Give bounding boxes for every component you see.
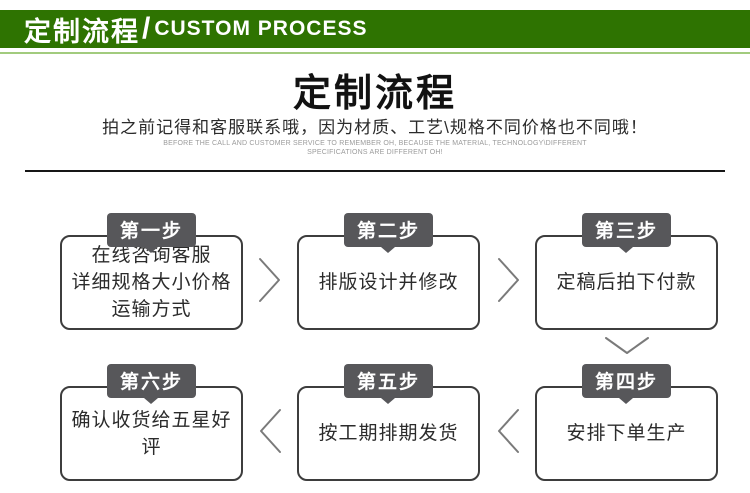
step-6-badge: 第六步: [106, 364, 196, 398]
note-line-1: BEFORE THE CALL AND CUSTOMER SERVICE TO …: [163, 140, 587, 147]
step-2-line-1: 排版设计并修改: [318, 272, 459, 293]
step-5: 第五步 按工期排期发货: [297, 364, 480, 481]
step-1-badge: 第一步: [106, 213, 196, 247]
step-3-line-1: 定稿后拍下付款: [556, 272, 697, 293]
section-title-en: CUSTOM PROCESS: [154, 17, 368, 40]
arrow-down-icon: [605, 337, 649, 354]
divider-line: [25, 170, 725, 172]
step-1-line-2: 详细规格大小价格: [71, 272, 232, 293]
section-header-bar: 定制流程 / CUSTOM PROCESS: [0, 10, 750, 48]
subtitle: 拍之前记得和客服联系哦，因为材质、工艺\规格不同价格也不同哦！: [102, 118, 648, 137]
page-title: 定制流程: [292, 73, 457, 115]
header-underline: [0, 52, 750, 54]
step-1-line-3: 运输方式: [111, 299, 192, 320]
arrow-left-icon: [498, 409, 519, 453]
step-4: 第四步 安排下单生产: [535, 364, 718, 481]
step-2: 第二步 排版设计并修改: [297, 213, 480, 330]
arrow-left-icon: [260, 409, 281, 453]
section-title-separator: /: [142, 12, 151, 45]
step-1-line-1: 在线咨询客服: [91, 245, 212, 266]
step-1: 第一步 在线咨询客服 详细规格大小价格 运输方式: [60, 213, 243, 330]
step-4-line-1: 安排下单生产: [566, 423, 687, 444]
step-3: 第三步 定稿后拍下付款: [535, 213, 718, 330]
note-line-2: SPECIFICATIONS ARE DIFFERENT OH!: [307, 149, 443, 156]
step-3-badge: 第三步: [581, 213, 671, 247]
step-2-badge: 第二步: [343, 213, 433, 247]
note-en: BEFORE THE CALL AND CUSTOMER SERVICE TO …: [0, 139, 750, 157]
step-6: 第六步 确认收货给五星好评: [60, 364, 243, 481]
step-5-badge: 第五步: [343, 364, 433, 398]
step-4-badge: 第四步: [581, 364, 671, 398]
arrow-right-icon: [498, 258, 519, 302]
step-6-line-1: 确认收货给五星好评: [71, 409, 232, 458]
step-5-line-1: 按工期排期发货: [318, 423, 459, 444]
section-title-cn: 定制流程: [24, 16, 140, 47]
arrow-right-icon: [259, 258, 280, 302]
